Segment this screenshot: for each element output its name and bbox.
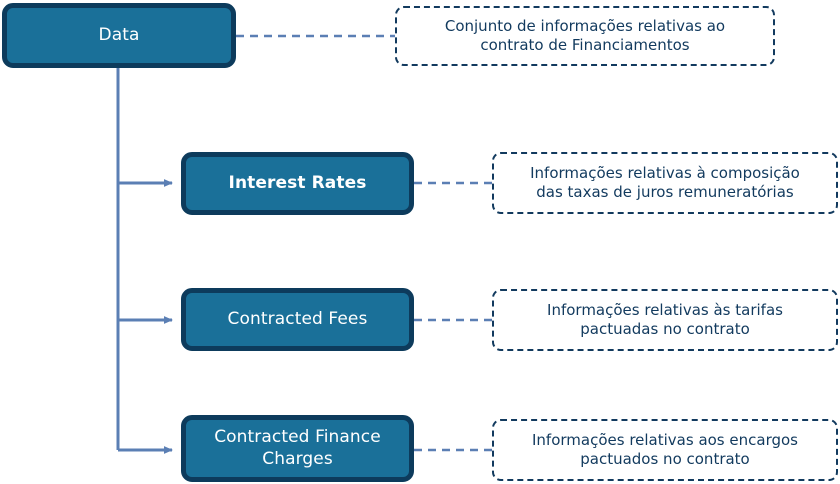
node-data-label: Data (98, 24, 140, 45)
note-contracted-finance-charges-text: Informações relativas aos encargos pactu… (531, 430, 798, 469)
node-interest-rates-label: Interest Rates (228, 172, 367, 193)
node-data[interactable]: Data (2, 3, 236, 68)
node-contracted-fees-label: Contracted Fees (227, 308, 368, 329)
node-contracted-fees[interactable]: Contracted Fees (181, 288, 414, 351)
note-interest-rates-text: Informações relativas à composição das t… (530, 163, 800, 202)
note-data: Conjunto de informações relativas ao con… (395, 6, 775, 66)
note-contracted-fees: Informações relativas às tarifas pactuad… (492, 289, 838, 351)
note-data-text: Conjunto de informações relativas ao con… (444, 16, 726, 55)
node-contracted-finance-charges[interactable]: Contracted Finance Charges (181, 415, 414, 482)
note-contracted-finance-charges: Informações relativas aos encargos pactu… (492, 419, 838, 481)
node-contracted-finance-charges-label: Contracted Finance Charges (214, 427, 381, 469)
note-interest-rates: Informações relativas à composição das t… (492, 152, 838, 214)
node-interest-rates[interactable]: Interest Rates (181, 152, 414, 215)
note-contracted-fees-text: Informações relativas às tarifas pactuad… (547, 300, 783, 339)
